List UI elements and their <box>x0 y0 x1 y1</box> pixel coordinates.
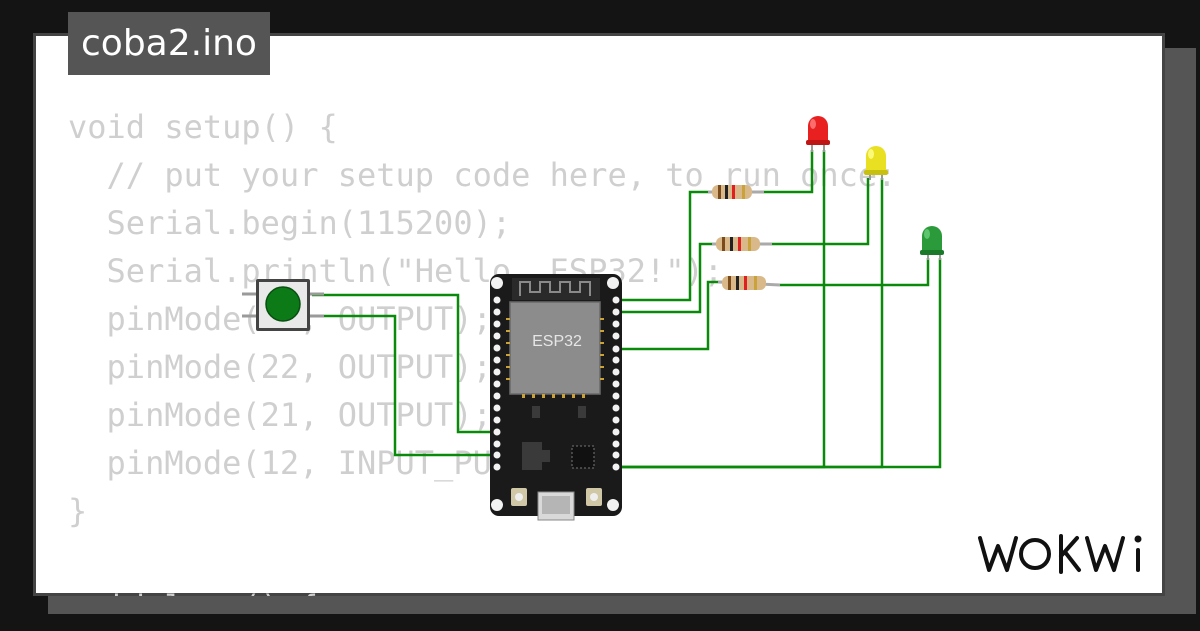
resistor-1[interactable] <box>708 185 764 199</box>
resistor-2[interactable] <box>712 237 772 251</box>
code-line: Serial.begin(115200); <box>68 204 512 242</box>
code-line: } <box>68 492 88 530</box>
pushbutton[interactable] <box>242 279 324 331</box>
wire-gnd-green-led[interactable] <box>616 258 942 469</box>
wire-pin22-resistor2[interactable] <box>616 242 716 314</box>
bottom-mask <box>0 596 1200 630</box>
wire-pin21-resistor3[interactable] <box>616 280 722 351</box>
wire-resistor1-red-led[interactable] <box>764 150 814 194</box>
wire-gnd-yellow-led[interactable] <box>616 178 884 469</box>
wire-resistor3-green-led[interactable] <box>780 258 930 287</box>
code-line: pinMode(22, OUTPUT); <box>68 348 492 386</box>
wokwi-logo <box>978 534 1142 574</box>
voltage-regulator <box>522 442 542 470</box>
wire-button-pin12[interactable] <box>312 293 496 434</box>
code-line: pinMode(21, OUTPUT); <box>68 396 492 434</box>
board-pins-left <box>491 277 503 511</box>
led-red[interactable] <box>806 116 830 152</box>
code-line: // put your setup code here, to run once… <box>68 156 897 194</box>
board-pins-right <box>607 277 620 511</box>
led-green[interactable] <box>920 226 944 260</box>
resistor-3[interactable] <box>717 276 781 290</box>
module-pads <box>506 318 604 398</box>
project-filename-tab: coba2.ino <box>68 12 270 75</box>
wire-resistor2-yellow-led[interactable] <box>772 178 870 246</box>
code-line: Serial.println("Hello, ESP32!"); <box>68 252 724 290</box>
esp32-board[interactable]: ESP32 <box>490 274 622 521</box>
wire-pin23-resistor1[interactable] <box>616 190 708 302</box>
usb-chip <box>571 445 595 469</box>
pushbutton-cap[interactable] <box>265 286 301 322</box>
wires <box>312 150 942 469</box>
code-line: void setup() { <box>68 108 338 146</box>
wire-button-gnd[interactable] <box>312 314 496 457</box>
led-yellow[interactable] <box>864 146 888 180</box>
esp32-module <box>509 301 601 395</box>
esp32-label: ESP32 <box>532 333 582 350</box>
